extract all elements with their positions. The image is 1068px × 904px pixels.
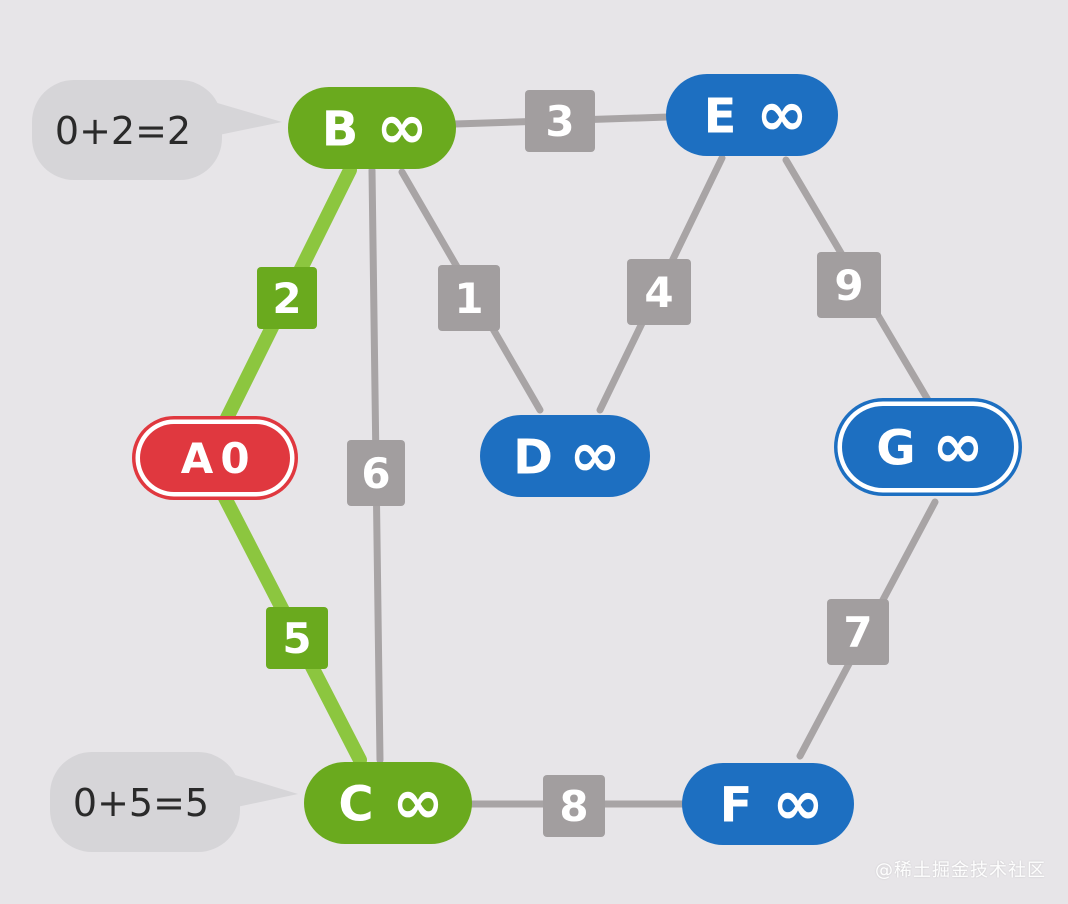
callout-pointer xyxy=(214,102,282,136)
node-pill xyxy=(140,424,290,492)
callout-bubble xyxy=(32,80,222,180)
callout-bubble xyxy=(50,752,240,852)
weight-box xyxy=(257,267,317,329)
weight-box xyxy=(525,90,595,152)
node-b: B∞ xyxy=(288,87,456,169)
node-g: G∞ xyxy=(834,398,1022,496)
weight-label: 6 xyxy=(361,449,390,498)
weight-box xyxy=(817,252,881,318)
node-pill xyxy=(842,406,1014,488)
weight-box xyxy=(543,775,605,837)
weight-box xyxy=(266,607,328,669)
edge-weight-a-b: 2 xyxy=(257,267,317,329)
node-letter: B xyxy=(322,101,359,157)
node-distance: ∞ xyxy=(376,90,428,163)
node-letter: G xyxy=(876,420,915,476)
edge-weight-g-f: 7 xyxy=(827,599,889,665)
weight-label: 3 xyxy=(545,97,574,146)
callout-text: 0+2=2 xyxy=(55,109,191,153)
edge-weight-e-g: 9 xyxy=(817,252,881,318)
node-distance: 0 xyxy=(220,434,249,483)
node-distance: ∞ xyxy=(756,77,808,150)
node-distance: ∞ xyxy=(392,765,444,838)
edge-weight-b-c: 6 xyxy=(347,440,405,506)
callouts-layer: 0+2=2 0+5=5 xyxy=(32,80,298,852)
weight-label: 8 xyxy=(559,782,588,831)
node-letter: E xyxy=(704,88,737,144)
callout-text: 0+5=5 xyxy=(73,781,209,825)
node-distance: ∞ xyxy=(932,409,984,482)
node-pill xyxy=(682,763,854,845)
node-distance: ∞ xyxy=(569,418,621,491)
weights-layer: 2 5 6 1 3 4 9 7 8 xyxy=(257,90,889,837)
weight-box xyxy=(827,599,889,665)
weight-label: 4 xyxy=(644,268,673,317)
edge-weight-a-c: 5 xyxy=(266,607,328,669)
node-pill xyxy=(666,74,838,156)
node-inner-ring xyxy=(837,401,1019,493)
node-pill xyxy=(288,87,456,169)
node-c: C∞ xyxy=(304,762,472,844)
weight-box xyxy=(627,259,691,325)
edge-weight-b-e: 3 xyxy=(525,90,595,152)
callout-pointer xyxy=(232,774,298,808)
weight-label: 5 xyxy=(282,614,311,663)
weight-label: 1 xyxy=(454,274,483,323)
weight-label: 9 xyxy=(834,261,863,310)
edge-weight-e-d: 4 xyxy=(627,259,691,325)
node-f: F∞ xyxy=(682,763,854,845)
weight-label: 2 xyxy=(272,274,301,323)
callout-c: 0+5=5 xyxy=(50,752,298,852)
edge-weight-b-d: 1 xyxy=(438,265,500,331)
node-letter: C xyxy=(338,776,373,832)
node-distance: ∞ xyxy=(772,766,824,839)
weight-label: 7 xyxy=(843,608,872,657)
node-pill xyxy=(480,415,650,497)
watermark: @稀土掘金技术社区 xyxy=(875,860,1046,881)
node-letter: F xyxy=(720,777,753,833)
node-letter: D xyxy=(513,429,553,485)
node-e: E∞ xyxy=(666,74,838,156)
edge-weight-c-f: 8 xyxy=(543,775,605,837)
node-d: D∞ xyxy=(480,415,650,497)
node-letter: A xyxy=(181,434,214,483)
weight-box xyxy=(347,440,405,506)
weight-box xyxy=(438,265,500,331)
callout-b: 0+2=2 xyxy=(32,80,282,180)
node-pill xyxy=(304,762,472,844)
node-inner-ring xyxy=(135,419,295,497)
